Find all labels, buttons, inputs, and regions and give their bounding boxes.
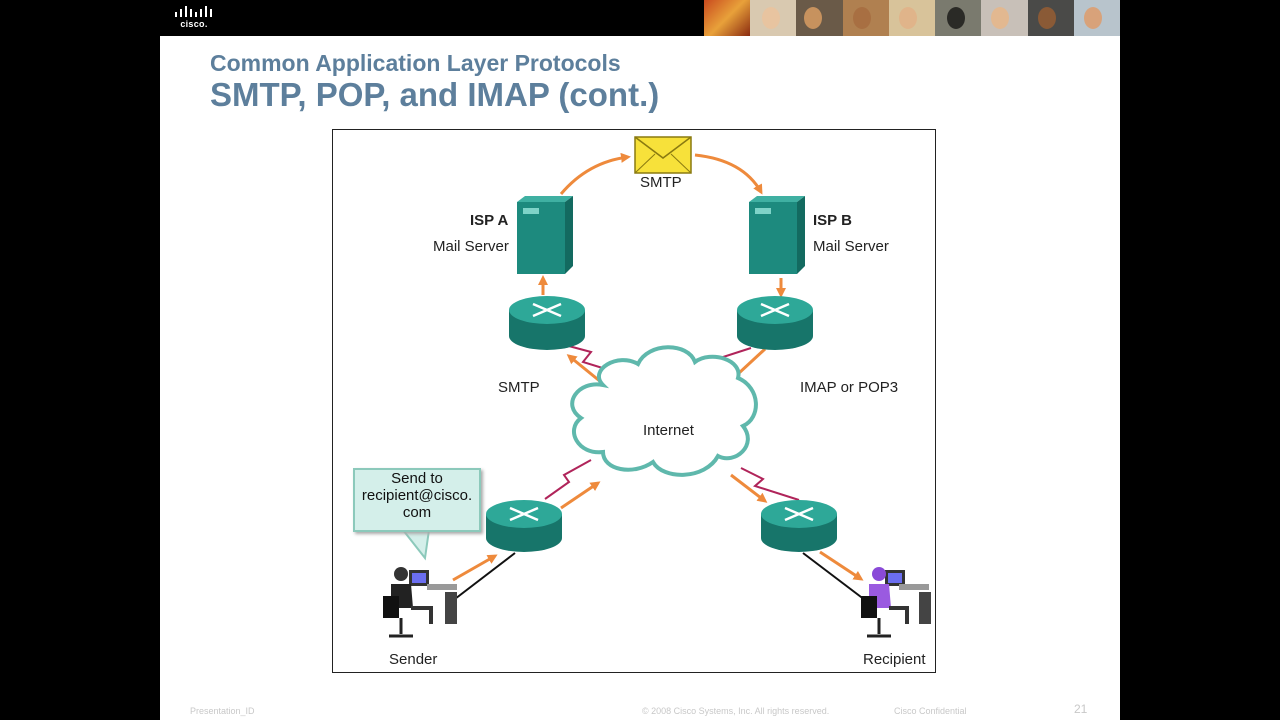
router-recipient-icon	[761, 500, 837, 552]
flow-arrows	[452, 152, 864, 582]
isp-a-name: ISP A	[470, 212, 509, 229]
slide: cisco. Common Application Layer Protocol…	[160, 0, 1120, 720]
slide-footer: Presentation_ID © 2008 Cisco Systems, In…	[160, 700, 1120, 720]
callout-line-1: Send to	[391, 470, 443, 487]
isp-b-name: ISP B	[813, 212, 852, 229]
right-protocol-label: IMAP or POP3	[800, 379, 899, 396]
slide-subtitle: Common Application Layer Protocols	[210, 50, 621, 76]
router-isp-a-icon	[509, 296, 585, 350]
email-protocol-diagram: SMTP ISP A Mail Server ISP B Mail Server…	[332, 129, 936, 673]
callout-line-2: recipient@cisco.	[361, 487, 473, 504]
diagram-canvas	[383, 136, 931, 638]
isp-b-role: Mail Server	[813, 238, 889, 255]
logo-text: cisco.	[180, 19, 208, 29]
photo-7	[981, 0, 1028, 36]
arrow-ispa-to-envelope	[559, 152, 631, 195]
arrow-envelope-to-ispb	[694, 153, 763, 195]
page-number: 21	[1074, 702, 1088, 716]
link-sender-router	[450, 552, 516, 603]
internet-label: Internet	[643, 422, 694, 439]
recipient-label: Recipient	[863, 651, 926, 668]
arrow-routerS-to-internet	[560, 481, 601, 510]
photo-strip	[704, 0, 1120, 36]
internet-cloud	[570, 345, 758, 477]
presentation-id: Presentation_ID	[190, 706, 255, 716]
arrow-internet-to-routerR	[730, 473, 768, 503]
serial-link-routerR	[740, 467, 800, 501]
server-isp-b	[749, 196, 805, 274]
serial-link-routerS	[544, 459, 592, 500]
arrow-sender-to-router	[452, 554, 498, 582]
copyright: © 2008 Cisco Systems, Inc. All rights re…	[642, 706, 830, 716]
confidential-label: Cisco Confidential	[894, 706, 967, 716]
arrow-internet-to-routerA	[566, 354, 602, 384]
callout-pointer	[400, 529, 431, 561]
serial-link-routerA	[564, 344, 610, 371]
photo-6	[935, 0, 982, 36]
send-callout: Send to recipient@cisco. com	[353, 468, 481, 532]
callout-line-3: com	[402, 504, 432, 521]
slide-title: SMTP, POP, and IMAP (cont.)	[210, 76, 660, 113]
photo-9	[1073, 0, 1120, 36]
router-isp-b-icon	[737, 296, 813, 350]
sender-label: Sender	[389, 651, 438, 668]
envelope-label: SMTP	[640, 174, 682, 191]
cisco-logo: cisco.	[172, 6, 216, 30]
envelope-icon	[634, 136, 692, 174]
arrow-router-to-recipient	[819, 550, 864, 581]
server-isp-a	[517, 196, 573, 274]
cisco-bars-icon	[175, 6, 212, 17]
photo-8	[1027, 0, 1074, 36]
photo-1	[704, 0, 751, 36]
isp-a-role: Mail Server	[433, 238, 509, 255]
router-sender-icon	[486, 500, 562, 552]
recipient-workstation-icon	[861, 567, 931, 638]
header-bar: cisco.	[160, 0, 1120, 36]
photo-2	[750, 0, 797, 36]
left-protocol-label: SMTP	[498, 379, 540, 396]
photo-3	[796, 0, 843, 36]
sender-workstation-icon	[383, 567, 457, 638]
link-recipient-router	[802, 552, 866, 601]
photo-5	[888, 0, 936, 36]
photo-4	[842, 0, 889, 36]
ethernet-links	[450, 552, 866, 603]
